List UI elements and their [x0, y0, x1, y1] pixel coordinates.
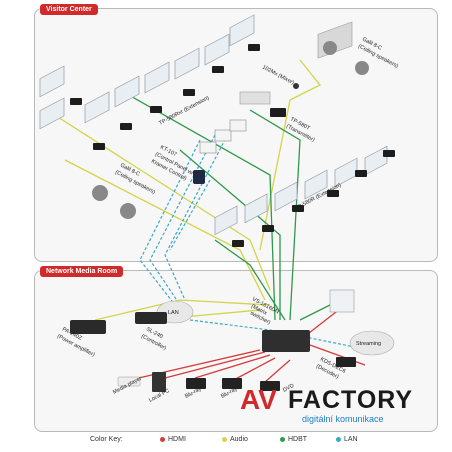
- display-screen: [175, 48, 199, 79]
- hdmi-dot: [160, 437, 165, 442]
- display-screen: [40, 98, 64, 129]
- hdmi-cable: [165, 352, 265, 378]
- controller-unit: [135, 312, 167, 324]
- display-screen: [115, 76, 139, 107]
- display-screen: [40, 66, 64, 97]
- legend-label: LAN: [344, 436, 358, 443]
- audio-cable: [260, 60, 320, 250]
- display-screen: [230, 15, 254, 46]
- legend-item-hdmi: HDMI: [160, 436, 186, 443]
- brand-logo: AV FACTORY digitální komunikace: [240, 386, 440, 426]
- receiver-box: [212, 66, 224, 73]
- legend-item-lan: LAN: [336, 436, 358, 443]
- label-ext-top: TP-580Rxr (Extension): [158, 95, 210, 127]
- receiver-box: [93, 143, 105, 150]
- audio-dot: [222, 437, 227, 442]
- receiver-box: [383, 150, 395, 157]
- lan-cable: [170, 180, 210, 250]
- receiver-box: [183, 89, 195, 96]
- display-screen: [205, 34, 229, 65]
- microphone: [293, 83, 299, 89]
- control-panel-device: [193, 170, 205, 184]
- color-key-legend: Color Key: HDMI Audio HDBT LAN: [0, 434, 452, 448]
- receiver-box: [120, 123, 132, 130]
- lan-dot: [336, 437, 341, 442]
- legend-item-audio: Audio: [222, 436, 248, 443]
- label-streaming: Streaming: [356, 341, 381, 347]
- receiver-box: [232, 240, 244, 247]
- matrix-switcher: [262, 330, 310, 352]
- hdbt-dot: [280, 437, 285, 442]
- audio-cable: [50, 112, 270, 290]
- receiver-box: [262, 225, 274, 232]
- label-lan: LAN: [168, 310, 179, 316]
- receiver-box: [248, 44, 260, 51]
- touch-tablet: [200, 142, 216, 153]
- touch-tablet: [215, 130, 231, 141]
- hdmi-cable: [130, 350, 260, 380]
- brand-mark: AV: [240, 384, 277, 416]
- transmitter-box: [270, 108, 286, 117]
- speaker-cone: [92, 185, 108, 201]
- legend-label: HDMI: [168, 436, 186, 443]
- ceiling-speakers-left: [92, 185, 136, 219]
- legend-label: HDBT: [288, 436, 307, 443]
- label-mixer: 102Mx (Mixer): [261, 64, 295, 86]
- display-screen: [245, 194, 267, 223]
- legend-title: Color Key:: [90, 436, 123, 443]
- displays-right-row: [215, 146, 387, 234]
- legend-label: Audio: [230, 436, 248, 443]
- display-screen: [215, 206, 237, 235]
- display-screen: [85, 92, 109, 123]
- legend-item-hdbt: HDBT: [280, 436, 307, 443]
- receiver-box: [70, 98, 82, 105]
- receiver-box: [355, 170, 367, 177]
- brand-tagline: digitální komunikace: [302, 414, 384, 424]
- receiver-box: [150, 106, 162, 113]
- speaker-cone: [120, 203, 136, 219]
- hdmi-cable: [265, 360, 290, 382]
- display-screen: [145, 62, 169, 93]
- speaker-cone: [323, 41, 337, 55]
- mixer-unit: [240, 92, 270, 104]
- speaker-cone: [355, 61, 369, 75]
- touch-tablet: [230, 120, 246, 131]
- projector-screen: [330, 290, 354, 312]
- brand-name: FACTORY: [288, 386, 413, 415]
